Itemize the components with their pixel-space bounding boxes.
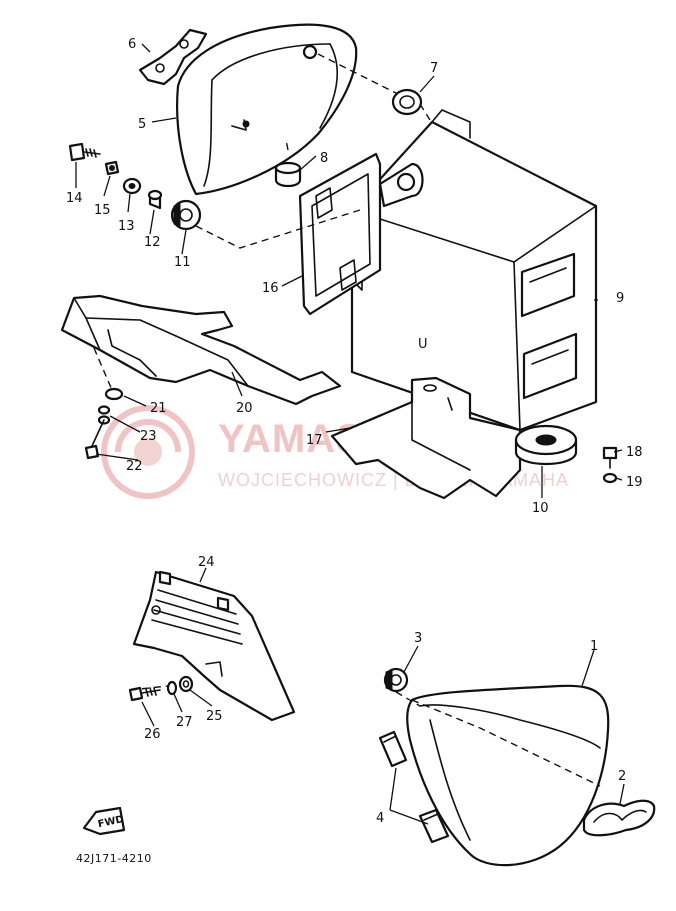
fwd-label: FWD xyxy=(97,814,125,830)
part-10-damper xyxy=(514,424,578,466)
part-25-collar xyxy=(178,675,194,693)
part-3-grommet xyxy=(383,667,409,693)
callout-6: 6 xyxy=(128,37,136,52)
part-18-screw xyxy=(602,446,618,469)
callout-3: 3 xyxy=(414,631,422,646)
callout-15: 15 xyxy=(94,203,111,218)
callout-14: 14 xyxy=(66,191,83,206)
callout-22: 22 xyxy=(126,459,143,474)
part-16-frame xyxy=(298,152,382,316)
part-22-bolt xyxy=(84,419,105,460)
diagram-code: 42J171-4210 xyxy=(76,852,152,865)
part-1-side-cover xyxy=(406,684,610,867)
part-21-washer xyxy=(104,387,124,401)
callout-13: 13 xyxy=(118,219,135,234)
callout-9: 9 xyxy=(616,291,624,306)
part-7-grommet xyxy=(391,88,423,116)
callout-21: 21 xyxy=(150,401,167,416)
part-20-arm xyxy=(60,294,342,406)
part-4-pads xyxy=(378,730,450,844)
callout-16: 16 xyxy=(262,281,279,296)
callout-23: 23 xyxy=(140,429,157,444)
callout-4: 4 xyxy=(376,811,384,826)
assembly-lines xyxy=(93,53,431,707)
leader-lines xyxy=(75,43,625,825)
callout-labels: 6 5 7 8 9 14 15 13 12 11 16 21 23 22 20 … xyxy=(66,37,643,826)
part-17-bracket xyxy=(330,376,522,500)
part-2-emblem xyxy=(582,799,656,837)
fwd-arrow: FWD xyxy=(82,806,126,836)
part-15-nut xyxy=(104,160,120,176)
callout-1: 1 xyxy=(590,639,598,654)
part-6-clip xyxy=(138,28,208,86)
part-5-side-cover-upper xyxy=(176,23,358,196)
callout-26: 26 xyxy=(144,727,161,742)
part-11-grommet xyxy=(170,199,202,231)
part-24-lower-cover xyxy=(132,570,296,722)
callout-5: 5 xyxy=(138,117,146,132)
callout-19: 19 xyxy=(626,475,643,490)
part-13-washer xyxy=(122,177,142,195)
part-19-washer xyxy=(602,472,618,484)
callout-24: 24 xyxy=(198,555,215,570)
callout-11: 11 xyxy=(174,255,191,270)
callout-25: 25 xyxy=(206,709,223,724)
callout-12: 12 xyxy=(144,235,161,250)
part-27-washer xyxy=(166,680,178,696)
part-14-bolt xyxy=(68,142,101,162)
cover-marking: U xyxy=(418,337,428,352)
callout-8: 8 xyxy=(320,151,328,166)
callout-2: 2 xyxy=(618,769,626,784)
part-9-box-cover: U xyxy=(350,109,598,432)
callout-20: 20 xyxy=(236,401,253,416)
callout-7: 7 xyxy=(430,61,438,76)
callout-18: 18 xyxy=(626,445,643,460)
watermark-logo xyxy=(101,405,195,499)
callout-17: 17 xyxy=(306,433,323,448)
part-12-collar xyxy=(147,189,163,210)
callout-10: 10 xyxy=(532,501,549,516)
part-8-damper xyxy=(274,161,302,188)
callout-27: 27 xyxy=(176,715,193,730)
